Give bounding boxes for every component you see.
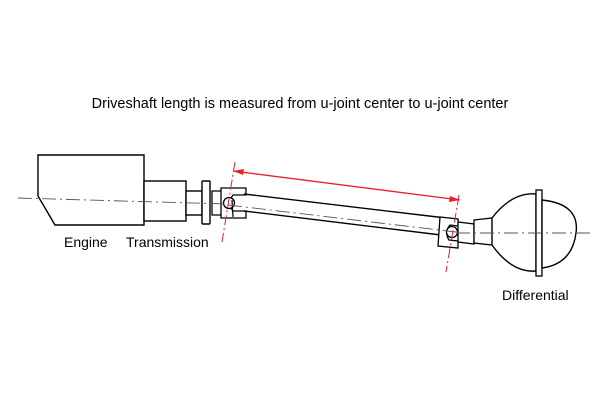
transmission-flange xyxy=(201,180,211,225)
front-u-joint-centerline xyxy=(221,161,236,243)
engine-block xyxy=(37,154,145,226)
driveshaft-tube xyxy=(231,193,447,236)
differential-housing xyxy=(491,193,537,272)
transmission-label: Transmission xyxy=(126,234,209,250)
transmission-body xyxy=(143,180,187,222)
diagram-title: Driveshaft length is measured from u-joi… xyxy=(91,96,509,112)
length-measurement xyxy=(221,161,461,273)
center-lines xyxy=(17,197,590,234)
engine-label: Engine xyxy=(64,234,108,250)
rear-u-joint xyxy=(437,216,475,249)
measurement-arrowhead-right xyxy=(449,196,460,202)
measurement-arrow-line xyxy=(232,170,461,201)
rear-u-joint-centerline xyxy=(445,194,460,273)
measurement-arrowhead-left xyxy=(233,169,244,175)
differential-label: Differential xyxy=(502,287,569,303)
differential-cover xyxy=(541,199,578,269)
front-u-joint xyxy=(211,187,247,219)
